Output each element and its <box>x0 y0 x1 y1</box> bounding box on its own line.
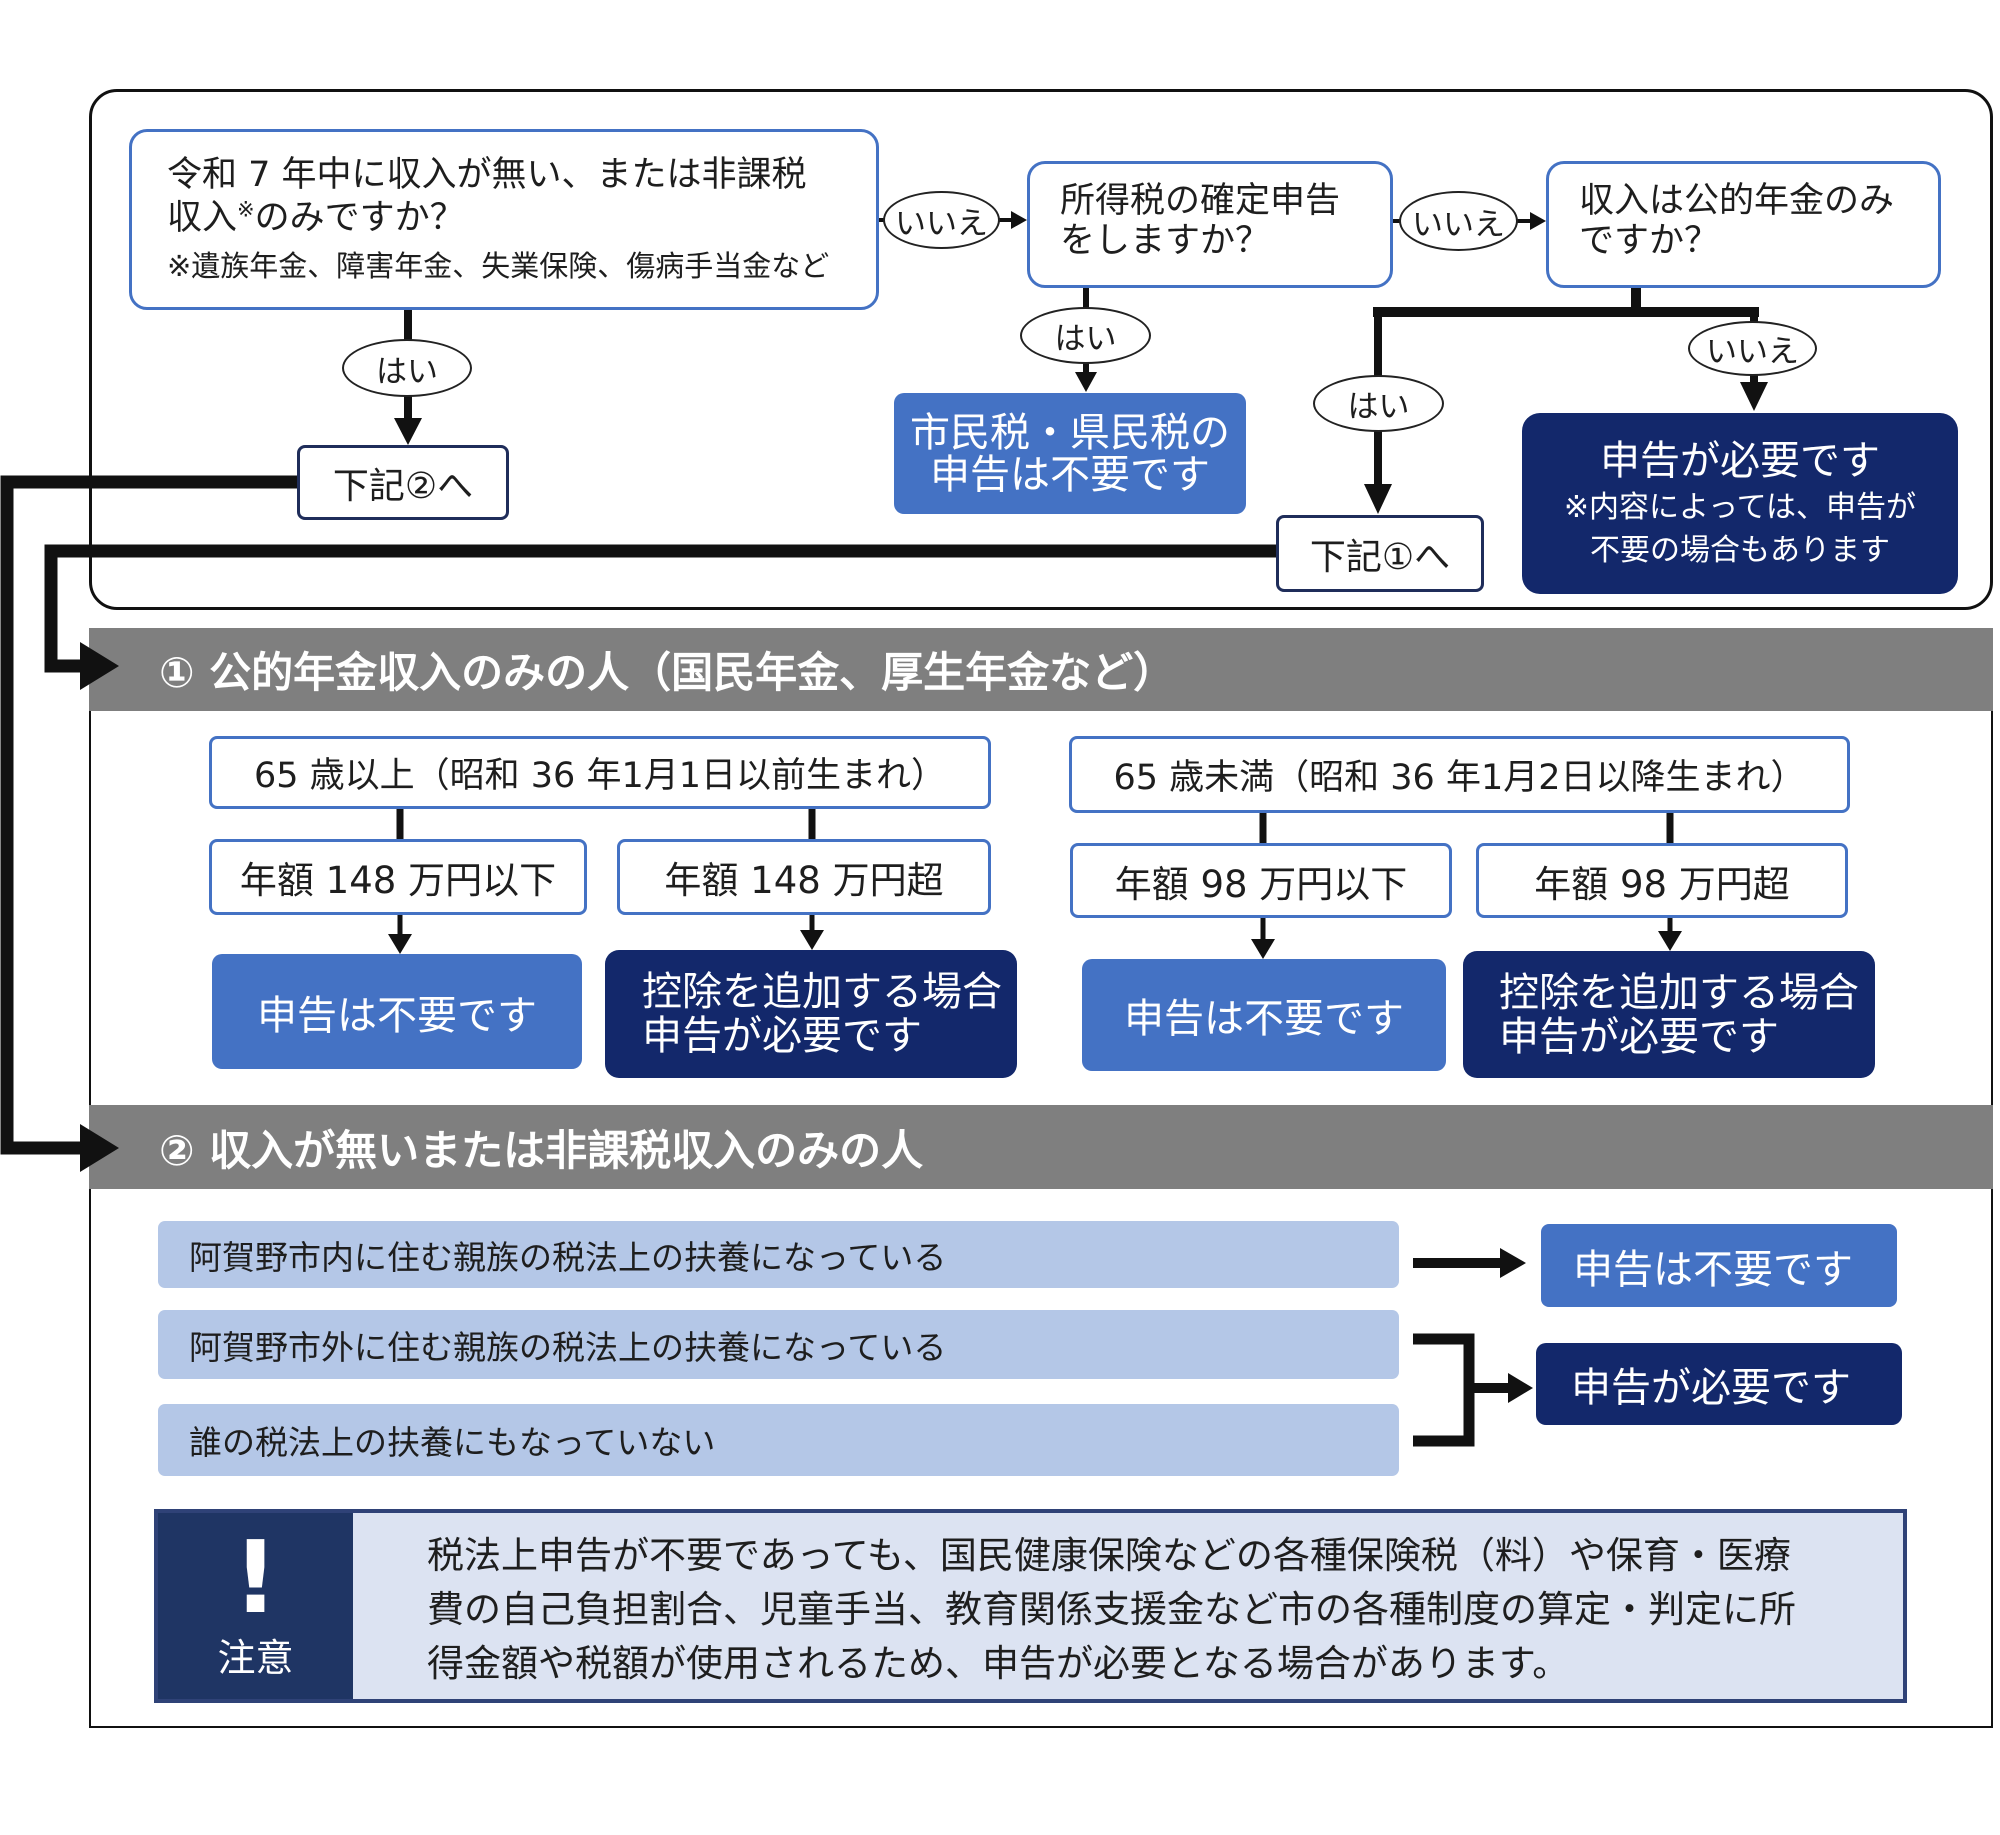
question-2-line2: をしますか？ <box>1060 221 1271 261</box>
section2-condition-1: 阿賀野市内に住む親族の税法上の扶養になっている <box>158 1221 1399 1288</box>
section1-header: ① 公的年金収入のみの人（国民年金、厚生年金など） <box>89 628 1993 711</box>
group1-condition-a: 年額 148 万円以下 <box>209 839 587 915</box>
group1-condition-b: 年額 148 万円超 <box>617 839 991 915</box>
result-filing-required-note1: ※内容によっては、申告が <box>1563 489 1917 525</box>
group2-result-a: 申告は不要です <box>1082 959 1446 1071</box>
question-1-line1: 令和 7 年中に収入が無い、または非課税 <box>167 155 807 195</box>
group2-result-b-line2: 申告が必要です <box>1499 1013 1779 1060</box>
group2-condition-b: 年額 98 万円超 <box>1476 843 1848 918</box>
notice-line-3: 得金額や税額が使用されるため、申告が必要となる場合があります。 <box>427 1642 1570 1685</box>
question-3-line2: ですか？ <box>1579 221 1720 261</box>
question-2-line1: 所得税の確定申告 <box>1060 181 1341 221</box>
result-resident-tax-not-required: 市民税・県民税の 申告は不要です <box>894 393 1246 514</box>
question-2-box: 所得税の確定申告 をしますか？ <box>1027 161 1393 288</box>
label-q1-no: いいえ <box>883 191 1000 249</box>
group1-result-b-line2: 申告が必要です <box>642 1013 922 1059</box>
question-3-box: 収入は公的年金のみ ですか？ <box>1546 161 1941 288</box>
question-3-line1: 収入は公的年金のみ <box>1579 181 1895 221</box>
notice-label: 注意 <box>217 1636 294 1680</box>
section2-result-not-required-text: 申告は不要です <box>1573 1246 1853 1293</box>
section2-condition-3: 誰の税法上の扶養にもなっていない <box>158 1404 1399 1476</box>
section2-result-required-text: 申告が必要です <box>1571 1365 1851 1411</box>
question-1-box: 令和 7 年中に収入が無い、または非課税 収入※のみですか？ ※遺族年金、障害年… <box>129 129 879 310</box>
group1-result-a: 申告は不要です <box>212 954 582 1069</box>
result-filing-required: 申告が必要です ※内容によっては、申告が 不要の場合もあります <box>1522 413 1958 594</box>
notice-line-1: 税法上申告が不要であっても、国民健康保険などの各種保険税（料）や保育・医療 <box>427 1534 1791 1577</box>
section2-condition-2: 阿賀野市外に住む親族の税法上の扶養になっている <box>158 1310 1399 1379</box>
section2-header: ② 収入が無いまたは非課税収入のみの人 <box>89 1105 1993 1189</box>
notice-text: 税法上申告が不要であっても、国民健康保険などの各種保険税（料）や保育・医療 費の… <box>427 1529 1796 1691</box>
question-1-line2-post: のみですか？ <box>254 198 465 238</box>
group1-result-b-line1: 控除を追加する場合 <box>642 969 1002 1015</box>
section2-result-required: 申告が必要です <box>1536 1343 1902 1425</box>
question-1-line2: 収入※のみですか？ <box>167 197 876 239</box>
result-resident-tax-line2: 申告は不要です <box>930 451 1210 498</box>
group1-header: 65 歳以上（昭和 36 年1月1日以前生まれ） <box>209 736 991 809</box>
notice-line-2: 費の自己負担割合、児童手当、教育関係支援金など市の各種制度の算定・判定に所 <box>427 1588 1796 1631</box>
group2-result-a-text: 申告は不要です <box>1124 996 1404 1042</box>
label-q2-yes: はい <box>1020 307 1151 364</box>
goto-section1-box: 下記①へ <box>1276 515 1484 592</box>
question-1-note: ※遺族年金、障害年金、失業保険、傷病手当金など <box>167 249 830 283</box>
exclamation-icon: ! <box>232 1519 279 1636</box>
section2-result-not-required: 申告は不要です <box>1541 1224 1897 1307</box>
label-q2-no: いいえ <box>1399 191 1518 251</box>
group1-result-a-text: 申告は不要です <box>257 992 537 1039</box>
result-filing-required-note2: 不要の場合もあります <box>1590 532 1890 568</box>
result-resident-tax-line1: 市民税・県民税の <box>910 409 1230 456</box>
question-1-line2-pre: 収入 <box>167 198 238 238</box>
result-filing-required-title: 申告が必要です <box>1600 437 1880 484</box>
group2-header: 65 歳未満（昭和 36 年1月2日以降生まれ） <box>1069 736 1850 813</box>
label-q3-no: いいえ <box>1688 321 1817 376</box>
group2-result-b: 控除を追加する場合 申告が必要です <box>1463 951 1875 1078</box>
label-q3-yes: はい <box>1313 375 1444 432</box>
notice-badge: ! 注意 <box>158 1513 353 1699</box>
group1-result-b: 控除を追加する場合 申告が必要です <box>605 950 1017 1078</box>
group2-result-b-line1: 控除を追加する場合 <box>1499 969 1859 1016</box>
label-q1-yes: はい <box>342 339 472 397</box>
group2-condition-a: 年額 98 万円以下 <box>1070 843 1452 918</box>
notice-box: ! 注意 税法上申告が不要であっても、国民健康保険などの各種保険税（料）や保育・… <box>154 1509 1907 1703</box>
question-1-note-mark: ※ <box>237 197 255 222</box>
goto-section2-box: 下記②へ <box>297 445 509 520</box>
